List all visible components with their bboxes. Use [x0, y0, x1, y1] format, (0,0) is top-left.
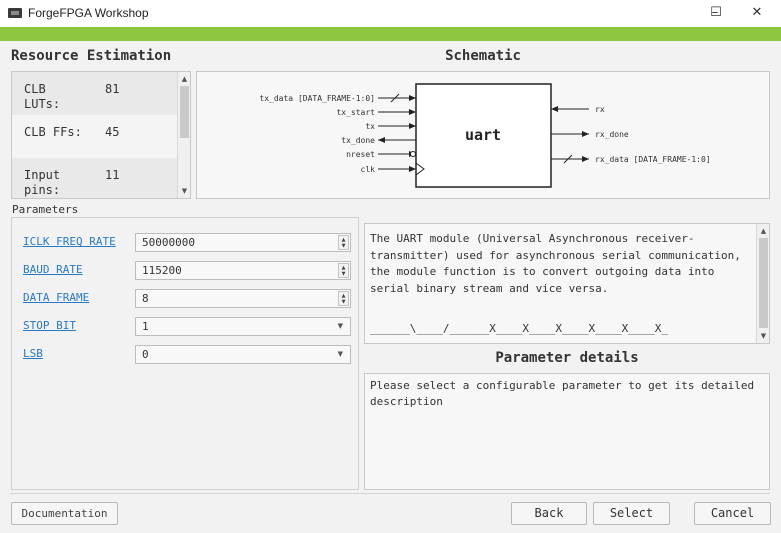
module-description-text: The UART module (Universal Asynchronous …	[370, 232, 748, 295]
waveform-diagram: ______\____/______X____X____X____X____X_…	[370, 322, 669, 335]
schematic-input-label: tx_data [DATA_FRAME-1:0]	[259, 94, 375, 103]
parameter-details-text: Please select a configurable parameter t…	[370, 379, 755, 408]
maximize-button[interactable]: ☐	[696, 2, 736, 24]
spinbox-arrows[interactable]: ▲▼	[338, 263, 349, 278]
parameter-link[interactable]: LSB	[23, 347, 43, 360]
title-bar: ForgeFPGA Workshop – ☐ ✕	[0, 0, 781, 27]
schematic-input-label: tx_start	[336, 108, 375, 117]
resource-value: 11	[105, 168, 120, 182]
parameter-value: 115200	[142, 264, 182, 277]
resource-estimation-title: Resource Estimation	[11, 48, 172, 64]
parameter-details-title: Parameter details	[495, 350, 639, 366]
block-name-label: uart	[465, 126, 501, 144]
schematic-output-label: rx_done	[595, 130, 629, 139]
close-button[interactable]: ✕	[737, 2, 777, 24]
cancel-button[interactable]: Cancel	[694, 502, 771, 525]
spinbox-arrows[interactable]: ▲▼	[338, 235, 349, 250]
parameter-spinbox[interactable]: 8 ▲▼	[135, 289, 351, 308]
spin-down-icon[interactable]: ▼	[341, 271, 346, 277]
parameter-value: 0	[142, 348, 149, 361]
spin-up-icon[interactable]: ▲	[341, 265, 346, 271]
parameter-value: 50000000	[142, 236, 195, 249]
schematic-bus-slash	[563, 154, 573, 164]
schematic-input-arrow	[378, 137, 385, 143]
scroll-down-icon[interactable]: ▼	[181, 187, 188, 195]
spin-up-icon[interactable]: ▲	[341, 293, 346, 299]
minimize-button[interactable]: –	[711, 5, 719, 20]
parameter-spinbox[interactable]: 115200 ▲▼	[135, 261, 351, 280]
select-button[interactable]: Select	[593, 502, 670, 525]
parameter-dropdown[interactable]: 0▼	[135, 345, 351, 364]
scroll-up-icon[interactable]: ▲	[760, 227, 767, 235]
accent-bar	[0, 27, 781, 41]
resource-row: Input pins: 11	[12, 158, 178, 198]
documentation-button[interactable]: Documentation	[11, 502, 118, 525]
scroll-thumb[interactable]	[180, 86, 189, 138]
parameters-label: Parameters	[12, 203, 79, 216]
scroll-down-icon[interactable]: ▼	[760, 332, 767, 340]
schematic-output-arrow	[551, 106, 558, 112]
window-title: ForgeFPGA Workshop	[28, 6, 149, 20]
resource-value: 45	[105, 125, 120, 139]
schematic-input-label: tx_done	[341, 136, 375, 145]
parameter-value: 1	[142, 320, 149, 333]
description-scrollbar[interactable]: ▲ ▼	[756, 224, 769, 343]
parameter-link[interactable]: DATA FRAME	[23, 291, 90, 304]
resource-label: CLB LUTs:	[24, 82, 61, 111]
schematic-input-arrow	[409, 166, 416, 172]
scroll-up-icon[interactable]: ▲	[181, 75, 188, 83]
parameter-spinbox[interactable]: 50000000 ▲▼	[135, 233, 351, 252]
schematic-input-label: nreset	[346, 150, 375, 159]
parameter-value: 8	[142, 292, 149, 305]
spin-down-icon[interactable]: ▼	[341, 243, 346, 249]
footer-divider	[10, 493, 770, 494]
resource-row: CLB LUTs: 81	[12, 72, 178, 115]
parameter-dropdown[interactable]: 1▼	[135, 317, 351, 336]
parameter-link[interactable]: STOP BIT	[23, 319, 76, 332]
schematic-clock-marker	[415, 162, 425, 176]
schematic-title: Schematic	[445, 48, 521, 64]
schematic-output-arrow	[582, 131, 589, 137]
module-description-panel[interactable]: The UART module (Universal Asynchronous …	[364, 223, 770, 344]
spin-down-icon[interactable]: ▼	[341, 299, 346, 305]
resource-row: CLB FFs: 45	[12, 115, 178, 158]
resource-scrollbar[interactable]: ▲ ▼	[177, 72, 190, 198]
schematic-output-label: rx_data [DATA_FRAME-1:0]	[595, 155, 711, 164]
schematic-output-label: rx	[595, 105, 605, 114]
schematic-input-arrow	[409, 109, 416, 115]
app-icon	[8, 8, 22, 18]
resource-label: Input pins:	[24, 168, 61, 197]
resource-label: CLB FFs:	[24, 125, 82, 139]
app-body: Resource Estimation Schematic CLB LUTs: 8…	[0, 41, 781, 533]
parameter-details-panel: Please select a configurable parameter t…	[364, 373, 770, 490]
scroll-thumb[interactable]	[759, 238, 768, 328]
back-button[interactable]: Back	[511, 502, 587, 525]
chevron-down-icon[interactable]: ▼	[337, 322, 343, 330]
schematic-inverter-bubble	[410, 151, 416, 157]
spinbox-arrows[interactable]: ▲▼	[338, 291, 349, 306]
schematic-input-label: tx	[365, 122, 375, 131]
schematic-input-arrow	[409, 123, 416, 129]
schematic-input-arrow	[409, 95, 416, 101]
chevron-down-icon[interactable]: ▼	[337, 350, 343, 358]
close-icon: ✕	[751, 5, 763, 20]
maximize-icon: ☐	[710, 5, 722, 20]
parameter-link[interactable]: ICLK FREQ RATE	[23, 235, 116, 248]
uart-block	[415, 83, 552, 188]
spin-up-icon[interactable]: ▲	[341, 237, 346, 243]
schematic-bus-slash	[390, 93, 400, 103]
parameter-link[interactable]: BAUD RATE	[23, 263, 83, 276]
schematic-input-label: clk	[361, 165, 376, 174]
resource-value: 81	[105, 82, 120, 96]
schematic-output-arrow	[582, 156, 589, 162]
